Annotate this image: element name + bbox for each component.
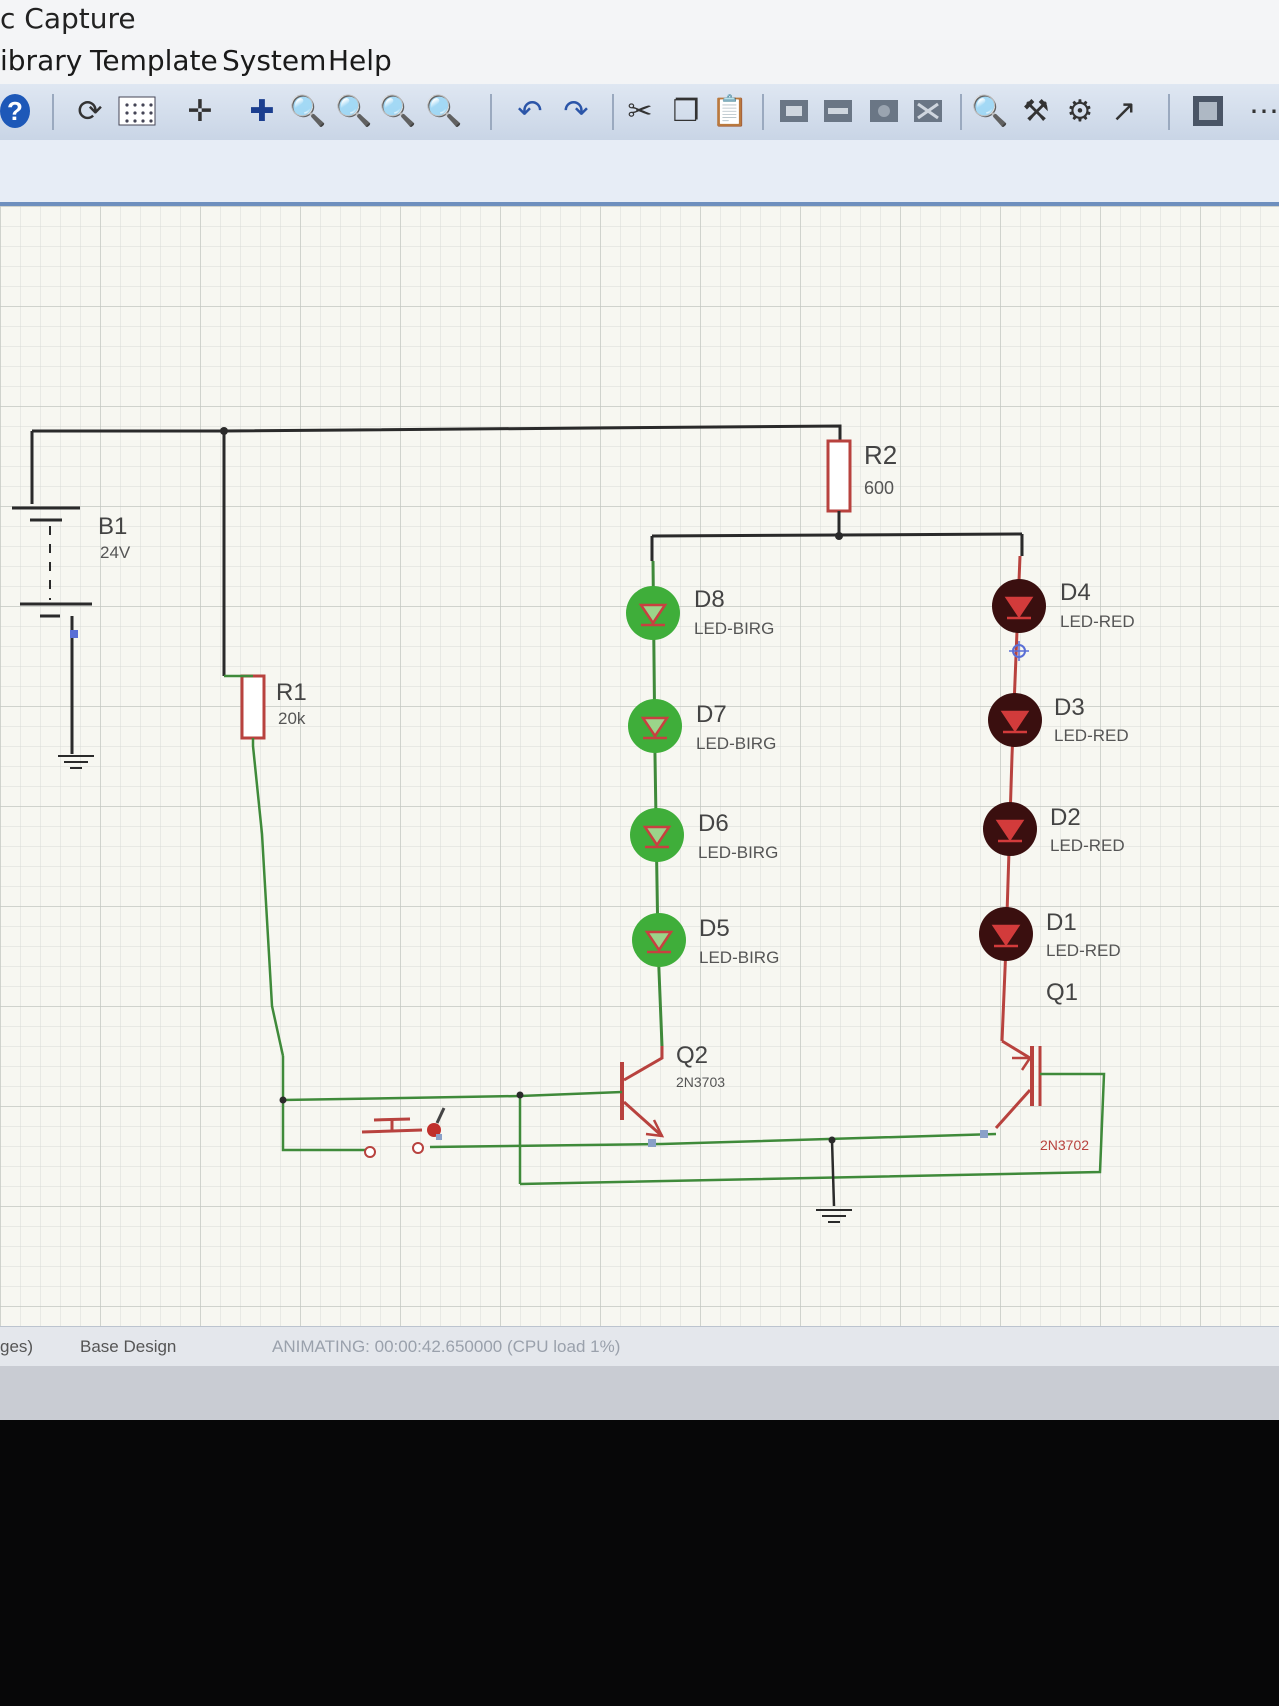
zoom-all-icon[interactable]: 🔍 [379, 94, 417, 128]
wire-autoroute-icon[interactable]: ↗ [1111, 94, 1137, 128]
q1-part: 2N3702 [1040, 1137, 1089, 1153]
bill-of-materials-icon[interactable] [1190, 92, 1226, 130]
undo-icon[interactable]: ↶ [517, 94, 543, 128]
copy-icon[interactable]: ❐ [672, 94, 700, 128]
d2-ref: D2 [1050, 804, 1081, 831]
paste-icon[interactable]: 📋 [711, 94, 749, 128]
resistor-r1[interactable] [240, 674, 266, 740]
header-panel [0, 140, 1279, 206]
menu-template[interactable]: Template [90, 44, 218, 77]
led-d8[interactable] [626, 586, 680, 640]
led-d4[interactable] [992, 579, 1046, 633]
d2-type: LED-RED [1050, 836, 1125, 855]
redo-icon[interactable]: ↷ [563, 94, 589, 128]
d3-type: LED-RED [1054, 726, 1129, 745]
status-animating: ANIMATING: 00:00:42.650000 (CPU load 1%) [272, 1337, 621, 1356]
d1-ref: D1 [1046, 909, 1077, 936]
b1-value: 24V [100, 543, 131, 562]
schematic-svg[interactable]: B1 24V R1 20k R2 600 D8 LED-BIRG [0, 206, 1279, 1326]
r1-ref: R1 [276, 679, 307, 706]
d7-ref: D7 [696, 701, 727, 728]
r2-value: 600 [864, 478, 894, 498]
transistor-q2[interactable] [620, 1046, 665, 1138]
toolbar: ? ⟳ ✛ ✚ 🔍 🔍 🔍 🔍 ↶ ↷ ✂ ❐ 📋 🔍 ⚒ ⚙ ↗ ⋯ [0, 84, 1279, 141]
d6-ref: D6 [698, 810, 729, 837]
block-copy-icon[interactable] [776, 92, 812, 130]
pan-icon[interactable]: ✚ [249, 94, 275, 128]
pick-device-icon[interactable]: 🔍 [971, 94, 1009, 128]
led-d1[interactable] [979, 907, 1033, 961]
crosshair-cursor-icon [1009, 641, 1029, 661]
help-icon[interactable]: ? [0, 94, 30, 128]
d8-ref: D8 [694, 586, 725, 613]
d8-type: LED-BIRG [694, 619, 774, 638]
led-d6[interactable] [630, 808, 684, 862]
status-bar: ges) Base Design ANIMATING: 00:00:42.650… [0, 1326, 1279, 1367]
b1-ref: B1 [98, 513, 127, 540]
d5-ref: D5 [699, 915, 730, 942]
menu-help[interactable]: Help [328, 44, 392, 77]
q2-ref: Q2 [676, 1042, 708, 1069]
menu-bar: ibrary Template System Help [0, 40, 1279, 84]
menu-library[interactable]: ibrary [0, 44, 83, 77]
status-design: Base Design [80, 1337, 177, 1356]
wire-top-rail [30, 424, 842, 504]
block-move-icon[interactable] [820, 92, 856, 130]
status-left: ges) [0, 1337, 34, 1356]
battery-b1[interactable] [12, 506, 94, 769]
more-tools-icon[interactable]: ⋯ [1249, 94, 1279, 128]
block-delete-icon[interactable] [910, 92, 946, 130]
r2-ref: R2 [864, 440, 897, 470]
ground-symbol [816, 1209, 852, 1223]
zoom-out-icon[interactable]: 🔍 [335, 94, 373, 128]
push-button-switch[interactable] [361, 1107, 446, 1158]
cut-icon[interactable]: ✂ [627, 94, 653, 128]
d7-type: LED-BIRG [696, 734, 776, 753]
led-d7[interactable] [628, 699, 682, 753]
led-d3[interactable] [988, 693, 1042, 747]
d3-ref: D3 [1054, 694, 1085, 721]
title-bar: c Capture [0, 0, 1279, 40]
make-device-icon[interactable]: ⚒ [1022, 94, 1050, 128]
taskbar-area [0, 1366, 1279, 1420]
zoom-area-icon[interactable]: 🔍 [425, 94, 463, 128]
q2-part: 2N3703 [676, 1074, 725, 1090]
window-title: c Capture [0, 2, 136, 35]
d6-type: LED-BIRG [698, 843, 778, 862]
d5-type: LED-BIRG [699, 948, 779, 967]
origin-icon[interactable]: ✛ [187, 94, 213, 128]
grid-icon[interactable] [112, 92, 162, 130]
q1-ref: Q1 [1046, 979, 1078, 1006]
refresh-icon[interactable]: ⟳ [77, 94, 103, 128]
led-d5[interactable] [632, 913, 686, 967]
d4-ref: D4 [1060, 579, 1091, 606]
d4-type: LED-RED [1060, 612, 1135, 631]
d1-type: LED-RED [1046, 941, 1121, 960]
schematic-canvas[interactable]: B1 24V R1 20k R2 600 D8 LED-BIRG [0, 206, 1279, 1326]
led-d2[interactable] [983, 802, 1037, 856]
menu-system[interactable]: System [222, 44, 327, 77]
resistor-r2[interactable] [826, 439, 852, 513]
package-tool-icon[interactable]: ⚙ [1066, 94, 1094, 128]
transistor-q1[interactable] [519, 1039, 1106, 1186]
r1-value: 20k [278, 709, 306, 728]
zoom-in-icon[interactable]: 🔍 [289, 94, 327, 128]
app-window: c Capture ibrary Template System Help ? … [0, 0, 1279, 1420]
monitor-bezel [0, 1420, 1279, 1706]
block-rotate-icon[interactable] [866, 92, 902, 130]
